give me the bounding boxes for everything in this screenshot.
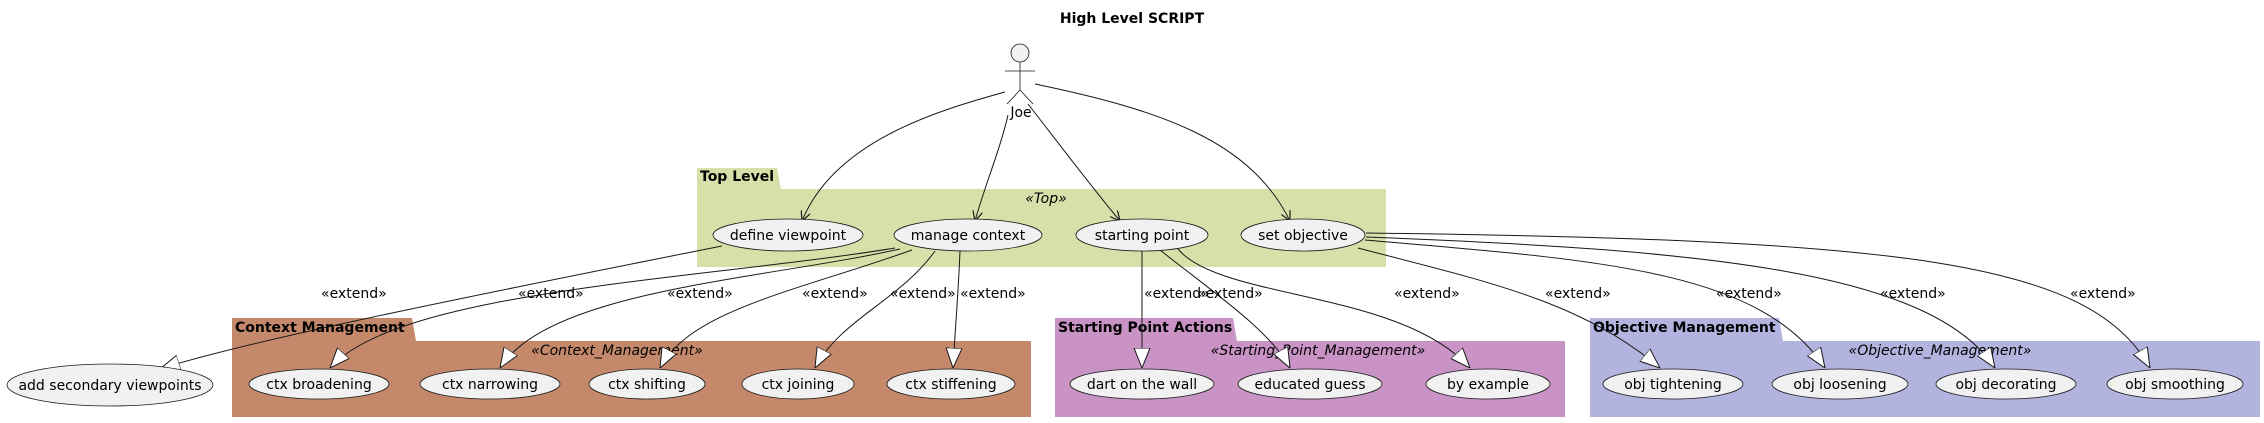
- svg-text:define viewpoint: define viewpoint: [730, 228, 847, 244]
- svg-text:starting point: starting point: [1095, 228, 1190, 244]
- usecase-dart-on-the-wall: dart on the wall: [1069, 368, 1215, 400]
- svg-text:add secondary viewpoints: add secondary viewpoints: [18, 378, 201, 394]
- usecase-add-secondary-viewpoints: add secondary viewpoints: [6, 363, 214, 407]
- usecase-obj-decorating: obj decorating: [1935, 368, 2077, 400]
- svg-text:ctx joining: ctx joining: [762, 377, 835, 393]
- actor-head-icon: [1010, 43, 1030, 63]
- svg-text:ctx stiffening: ctx stiffening: [905, 377, 996, 393]
- extend-manage-context-joining: [815, 250, 936, 368]
- usecase-manage-context: manage context: [893, 218, 1043, 252]
- extend-starting-point-example: [1177, 248, 1470, 368]
- assoc-joe-define-viewpoint: [802, 91, 1006, 221]
- package-starting-point-actions-name: Starting Point Actions: [1058, 320, 1232, 336]
- extend-label: «extend»: [518, 286, 584, 302]
- extend-manage-context-stiffening: [953, 250, 960, 368]
- usecase-ctx-broadening: ctx broadening: [248, 368, 390, 400]
- svg-text:obj decorating: obj decorating: [1955, 377, 2056, 393]
- svg-text:ctx shifting: ctx shifting: [608, 377, 686, 393]
- extend-set-objective-smoothing: [1365, 232, 2150, 368]
- svg-text:obj loosening: obj loosening: [1793, 377, 1886, 393]
- actor-associations: [802, 83, 1290, 221]
- svg-text:ctx narrowing: ctx narrowing: [442, 377, 538, 393]
- extend-label: «extend»: [1197, 286, 1263, 302]
- extend-label: «extend»: [802, 286, 868, 302]
- usecase-obj-smoothing: obj smoothing: [2106, 368, 2244, 400]
- svg-text:obj tightening: obj tightening: [1624, 377, 1722, 393]
- extend-manage-context-broadening: [330, 247, 896, 368]
- extend-label: «extend»: [1394, 286, 1460, 302]
- assoc-joe-starting-point: [1027, 103, 1120, 221]
- usecase-by-example: by example: [1425, 368, 1551, 400]
- extend-label: «extend»: [890, 286, 956, 302]
- extend-manage-context-shifting: [660, 249, 913, 368]
- extend-relations: [160, 232, 2150, 369]
- extend-labels: «extend» «extend» «extend» «extend» «ext…: [321, 286, 2136, 302]
- usecase-set-objective: set objective: [1240, 218, 1366, 252]
- extend-starting-point-guess: [1159, 249, 1290, 368]
- package-top-level-stereotype: «Top»: [1025, 191, 1067, 207]
- extend-label: «extend»: [1716, 286, 1782, 302]
- usecase-ctx-shifting: ctx shifting: [588, 368, 706, 400]
- extend-set-objective-tightening: [1357, 247, 1660, 368]
- package-objective-management: Objective Management «Objective_Manageme…: [1590, 318, 2260, 417]
- usecase-obj-tightening: obj tightening: [1602, 368, 1744, 400]
- svg-text:obj smoothing: obj smoothing: [2125, 377, 2225, 393]
- assoc-joe-manage-context: [975, 114, 1009, 221]
- package-starting-point-actions: Starting Point Actions «Starting_Point_M…: [1055, 318, 1565, 417]
- usecase-starting-point: starting point: [1075, 218, 1209, 252]
- svg-text:by example: by example: [1447, 377, 1529, 393]
- usecase-define-viewpoint: define viewpoint: [712, 218, 864, 252]
- package-context-management-name: Context Management: [235, 320, 405, 336]
- svg-text:set objective: set objective: [1258, 228, 1348, 244]
- package-objective-management-stereotype: «Objective_Management»: [1849, 343, 2032, 359]
- extend-define-viewpoint-add-secondary: [160, 245, 723, 369]
- extend-label: «extend»: [1880, 286, 1946, 302]
- usecase-educated-guess: educated guess: [1237, 368, 1383, 400]
- svg-text:manage context: manage context: [911, 228, 1026, 244]
- usecase-ctx-joining: ctx joining: [741, 368, 855, 400]
- usecase-ctx-stiffening: ctx stiffening: [886, 368, 1016, 400]
- extend-label: «extend»: [1545, 286, 1611, 302]
- svg-text:dart on the wall: dart on the wall: [1087, 377, 1197, 393]
- extend-set-objective-loosening: [1364, 239, 1825, 368]
- extend-manage-context-narrowing: [500, 248, 901, 368]
- extend-label: «extend»: [960, 286, 1026, 302]
- usecase-ctx-narrowing: ctx narrowing: [419, 368, 561, 400]
- package-context-management: Context Management «Context_Management»: [232, 318, 1031, 417]
- actor-name: Joe: [1009, 105, 1031, 121]
- actor-joe: Joe: [1005, 43, 1035, 121]
- diagram-title: High Level SCRIPT: [1060, 11, 1205, 27]
- package-top-level: Top Level «Top»: [697, 168, 1386, 267]
- extend-label: «extend»: [1144, 286, 1210, 302]
- svg-text:ctx broadening: ctx broadening: [266, 377, 371, 393]
- package-starting-point-actions-stereotype: «Starting_Point_Management»: [1211, 343, 1426, 359]
- svg-text:educated guess: educated guess: [1254, 377, 1365, 393]
- package-objective-management-name: Objective Management: [1593, 320, 1776, 336]
- extend-label: «extend»: [321, 286, 387, 302]
- usecase-obj-loosening: obj loosening: [1771, 368, 1909, 400]
- assoc-joe-set-objective: [1034, 83, 1290, 221]
- extend-set-objective-decorating: [1365, 236, 1995, 368]
- package-top-level-name: Top Level: [700, 169, 774, 185]
- extend-label: «extend»: [667, 286, 733, 302]
- extend-label: «extend»: [2070, 286, 2136, 302]
